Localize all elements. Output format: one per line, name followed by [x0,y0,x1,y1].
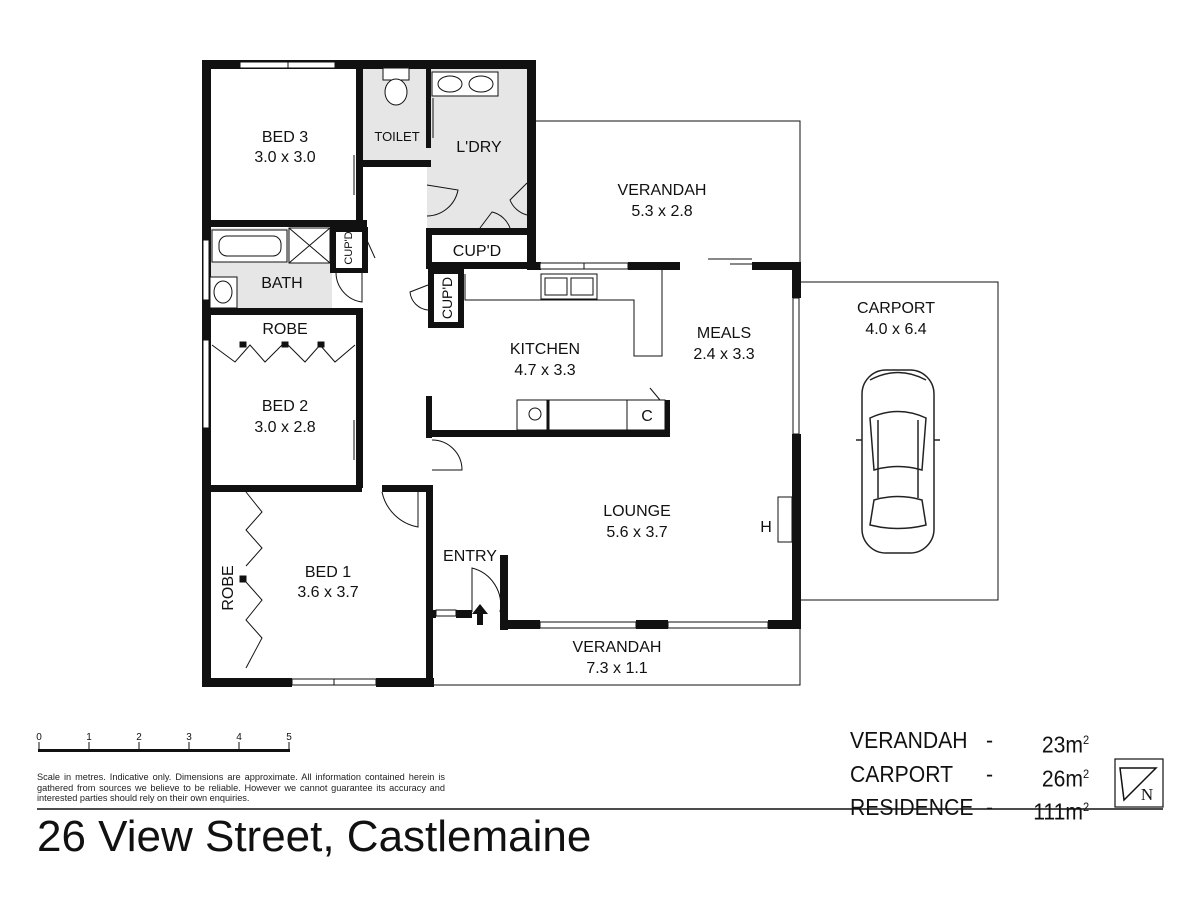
verandah-rear-label: VERANDAH [618,182,707,199]
bed2-label: BED 2 [262,398,308,415]
robe2-label: ROBE [262,321,307,338]
cupd1-label: CUP'D [453,243,501,260]
scale-tick-label: 1 [86,732,92,743]
north-arrow-icon: N [1114,758,1164,808]
carport-dims: 4.0 x 6.4 [865,321,926,338]
area-value: 26m2 [1041,765,1090,792]
area-label: VERANDAH [850,727,968,753]
bed2-dims: 3.0 x 2.8 [254,419,315,436]
room-labels: BED 3 3.0 x 3.0 TOILET L'DRY VERANDAH 5.… [220,129,935,677]
laundry-label: L'DRY [456,139,502,156]
area-value: 111m2 [1033,798,1090,825]
bed3-label: BED 3 [262,129,308,146]
toilet-label: TOILET [374,129,419,144]
sliding-doors [353,98,775,460]
kitchen-dims: 4.7 x 3.3 [514,362,575,379]
area-dash: - [985,794,994,821]
toilet-icon [382,67,410,81]
verandah-front-label: VERANDAH [573,639,662,656]
area-label: RESIDENCE [850,794,974,821]
robe1-label: ROBE [220,565,237,610]
cupboard-c [626,399,666,431]
car-icon [856,369,940,554]
scale-tick-label: 0 [36,732,42,743]
heater-icon [777,496,793,543]
area-row-residence: RESIDENCE - 111m2 [850,793,1089,827]
h-label: H [760,519,772,536]
scale-bar: 0 1 2 3 4 5 [36,732,292,752]
verandah-rear-dims: 5.3 x 2.8 [631,203,692,220]
area-dash: - [985,727,994,753]
cupd3-label: CUP'D [439,277,455,319]
disclaimer-text: Scale in metres. Indicative only. Dimens… [37,772,445,803]
scale-tick-label: 2 [136,732,142,743]
lounge-dims: 5.6 x 3.7 [606,524,667,541]
windows [202,61,800,686]
area-value: 23m2 [1041,731,1090,758]
wet-area-tiles [210,68,527,308]
property-address: 26 View Street, Castlemaine [37,812,592,861]
kitchen-bench [464,270,663,357]
scale-tick-label: 3 [186,732,192,743]
fixtures [209,67,793,543]
robe-doors-bed2 [211,341,356,363]
scale-tick-label: 4 [236,732,242,743]
lounge-label: LOUNGE [603,503,671,520]
meals-label: MEALS [697,325,751,342]
entry-label: ENTRY [443,548,497,565]
robe-doors-bed1 [239,491,263,669]
meals-dims: 2.4 x 3.3 [693,346,754,363]
area-summary: VERANDAH - 23m2 CARPORT - 26m2 RESIDENCE… [850,726,1110,827]
bed3-dims: 3.0 x 3.0 [254,149,315,166]
kitchen-label: KITCHEN [510,341,580,358]
bath-label: BATH [261,275,302,292]
bed1-label: BED 1 [305,564,351,581]
area-label: CARPORT [850,760,954,787]
north-label: N [1141,785,1153,804]
verandah-front-dims: 7.3 x 1.1 [586,660,647,677]
c-label: C [641,408,653,425]
area-row-verandah: VERANDAH - 23m2 [850,726,1089,760]
carport-label: CARPORT [857,300,935,317]
area-dash: - [985,760,994,787]
entry-arrow-icon [472,604,488,625]
swing-doors [335,182,661,613]
area-row-carport: CARPORT - 26m2 [850,760,1089,794]
bed1-dims: 3.6 x 3.7 [297,584,358,601]
cupd2-label: CUP'D [343,231,355,264]
scale-tick-label: 5 [286,732,292,743]
